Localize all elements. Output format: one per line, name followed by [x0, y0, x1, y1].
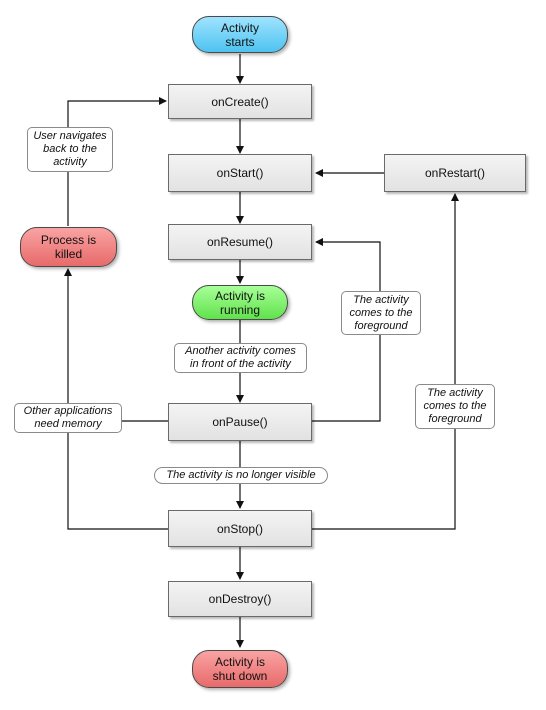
label-other-apps-need-memory-line-2: need memory: [34, 418, 102, 430]
onstart-node: onStart(): [168, 154, 312, 192]
label-activity-foreground-resume-line-3: foreground: [354, 319, 408, 332]
label-activity-foreground-restart-line-1: The activity: [427, 387, 483, 399]
onrestart-node: onRestart(): [384, 154, 526, 192]
label-no-longer-visible: The activity is no longer visible: [154, 467, 328, 484]
activity-starts-line-1: Activity: [220, 20, 259, 35]
activity-shut-down-line-2: shut down: [212, 669, 268, 683]
label-another-activity-front: Another activity comes in front of the a…: [174, 343, 307, 373]
oncreate-node: onCreate(): [168, 84, 312, 119]
process-killed-line-1: Process is: [40, 233, 97, 247]
label-activity-foreground-restart-line-3: foreground: [428, 413, 482, 425]
ondestroy-node: onDestroy(): [168, 581, 312, 617]
activity-shut-down-line-1: Activity is: [214, 655, 265, 669]
onresume-node: onResume(): [168, 224, 312, 260]
onpause-node: onPause(): [168, 403, 312, 441]
label-user-navigates-back-line-2: back to the: [43, 143, 97, 155]
process-killed-node: Process is killed: [20, 227, 117, 267]
activity-running-line-2: running: [219, 302, 261, 317]
label-user-navigates-back-line-3: activity: [53, 156, 87, 168]
activity-shut-down-node: Activity is shut down: [192, 650, 288, 688]
arrow-onstop-to-process-killed: [64, 268, 168, 530]
label-activity-foreground-resume-line-1: The activity: [353, 293, 409, 306]
onstop-node: onStop(): [168, 510, 312, 547]
label-activity-foreground-resume: The activity comes to the foreground: [341, 291, 421, 335]
process-killed-line-2: killed: [54, 247, 83, 261]
activity-running-node: Activity is running: [192, 285, 288, 320]
label-user-navigates-back: User navigates back to the activity: [27, 127, 113, 172]
label-another-activity-front-line-1: Another activity comes: [185, 345, 296, 357]
arrow-process-killed-to-oncreate: [67, 97, 167, 226]
label-another-activity-front-line-2: in front of the activity: [190, 358, 291, 370]
label-activity-foreground-restart: The activity comes to the foreground: [415, 384, 495, 429]
label-user-navigates-back-line-1: User navigates: [33, 130, 107, 142]
activity-running-line-1: Activity is: [214, 288, 265, 303]
activity-starts-node: Activity starts: [192, 16, 288, 53]
activity-starts-line-2: starts: [225, 34, 255, 49]
label-other-apps-need-memory-line-1: Other applications: [23, 405, 113, 417]
arrow-onstop-to-onrestart: [312, 193, 459, 530]
label-activity-foreground-resume-line-2: comes to the: [349, 306, 413, 319]
label-activity-foreground-restart-line-2: comes to the: [423, 400, 487, 412]
label-other-apps-need-memory: Other applications need memory: [14, 403, 122, 433]
